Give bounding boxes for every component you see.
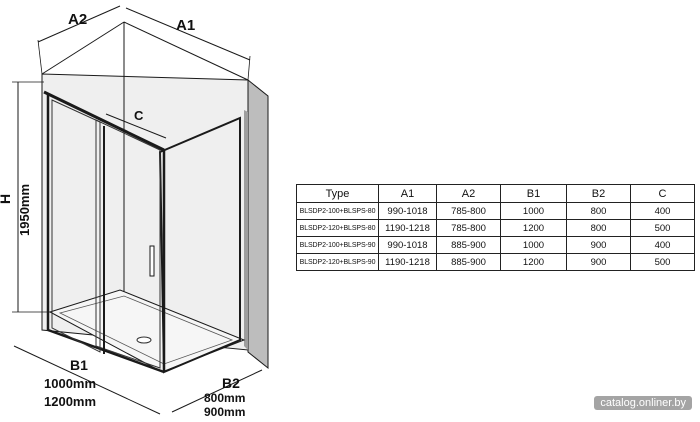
cell-type: BLSDP2-120+BLSPS-80 bbox=[296, 219, 379, 237]
top-back-edge bbox=[41, 21, 125, 75]
watermark: catalog.onliner.by bbox=[594, 396, 692, 410]
side-panel bbox=[158, 116, 241, 374]
cell-b1: 1200 bbox=[500, 253, 567, 271]
drain bbox=[136, 336, 152, 344]
cell-b2: 900 bbox=[566, 236, 631, 254]
table-row: BLSDP2-120+BLSPS-80 1190-1218 785-800 12… bbox=[296, 219, 695, 237]
table-row: BLSDP2-100+BLSPS-90 990-1018 885-900 100… bbox=[296, 236, 695, 254]
col-a1: A1 bbox=[378, 184, 437, 203]
cell-type: BLSDP2-120+BLSPS-90 bbox=[296, 253, 379, 271]
cell-c: 400 bbox=[630, 202, 695, 220]
b1-value-1: 1000mm bbox=[44, 376, 96, 391]
col-a2: A2 bbox=[436, 184, 501, 203]
front-frame-top bbox=[43, 90, 165, 152]
cell-b1: 1000 bbox=[500, 236, 567, 254]
cell-a2: 785-800 bbox=[436, 202, 501, 220]
table-row: BLSDP2-100+BLSPS-80 990-1018 785-800 100… bbox=[296, 202, 695, 220]
shower-tray bbox=[48, 289, 246, 373]
cell-b2: 800 bbox=[566, 202, 631, 220]
cell-c: 400 bbox=[630, 236, 695, 254]
b2-value-1: 800mm bbox=[204, 391, 245, 405]
a2-dimension-line bbox=[37, 5, 121, 43]
cell-b2: 800 bbox=[566, 219, 631, 237]
fixed-door-panel bbox=[51, 99, 101, 353]
cell-c: 500 bbox=[630, 219, 695, 237]
cell-a1: 1190-1218 bbox=[378, 219, 437, 237]
a1-dimension-line bbox=[125, 7, 251, 61]
h-value: 1950mm bbox=[17, 184, 32, 236]
cell-b2: 900 bbox=[566, 253, 631, 271]
front-frame-bottom bbox=[47, 328, 165, 374]
b2-value-2: 900mm bbox=[204, 405, 245, 419]
dimensions-table: Type A1 A2 B1 B2 C BLSDP2-100+BLSPS-80 9… bbox=[296, 184, 695, 271]
b1-value-2: 1200mm bbox=[44, 394, 96, 409]
cell-type: BLSDP2-100+BLSPS-90 bbox=[296, 236, 379, 254]
cell-type: BLSDP2-100+BLSPS-80 bbox=[296, 202, 379, 220]
b1-label: B1 bbox=[70, 357, 88, 373]
cell-a2: 885-900 bbox=[436, 253, 501, 271]
a2-ext-1 bbox=[37, 39, 43, 75]
a1-ext-1 bbox=[247, 55, 251, 81]
cell-a2: 885-900 bbox=[436, 236, 501, 254]
b2-dimension-line bbox=[171, 369, 263, 413]
a1-label: A1 bbox=[176, 17, 195, 34]
cell-c: 500 bbox=[630, 253, 695, 271]
b2-label: B2 bbox=[222, 375, 240, 391]
c-dimension-line bbox=[105, 113, 167, 139]
table-header-row: Type A1 A2 B1 B2 C bbox=[296, 184, 695, 203]
table-row: BLSDP2-120+BLSPS-90 1190-1218 885-900 12… bbox=[296, 253, 695, 271]
cell-b1: 1000 bbox=[500, 202, 567, 220]
b1-dimension-line bbox=[13, 345, 161, 415]
cell-b1: 1200 bbox=[500, 219, 567, 237]
top-right-edge bbox=[123, 21, 249, 81]
cell-a1: 990-1018 bbox=[378, 236, 437, 254]
a2-label: A2 bbox=[68, 11, 87, 28]
cell-a1: 990-1018 bbox=[378, 202, 437, 220]
h-label: H bbox=[0, 194, 13, 204]
right-wall bbox=[247, 78, 269, 370]
cell-a2: 785-800 bbox=[436, 219, 501, 237]
shower-tray-inner bbox=[58, 295, 234, 365]
c-label: C bbox=[134, 108, 144, 123]
col-c: C bbox=[630, 184, 695, 203]
right-wall-face bbox=[244, 110, 248, 350]
col-type: Type bbox=[296, 184, 379, 203]
sliding-door-panel bbox=[95, 119, 161, 369]
cell-a1: 1190-1218 bbox=[378, 253, 437, 271]
col-b2: B2 bbox=[566, 184, 631, 203]
col-b1: B1 bbox=[500, 184, 567, 203]
door-handle bbox=[149, 245, 155, 277]
